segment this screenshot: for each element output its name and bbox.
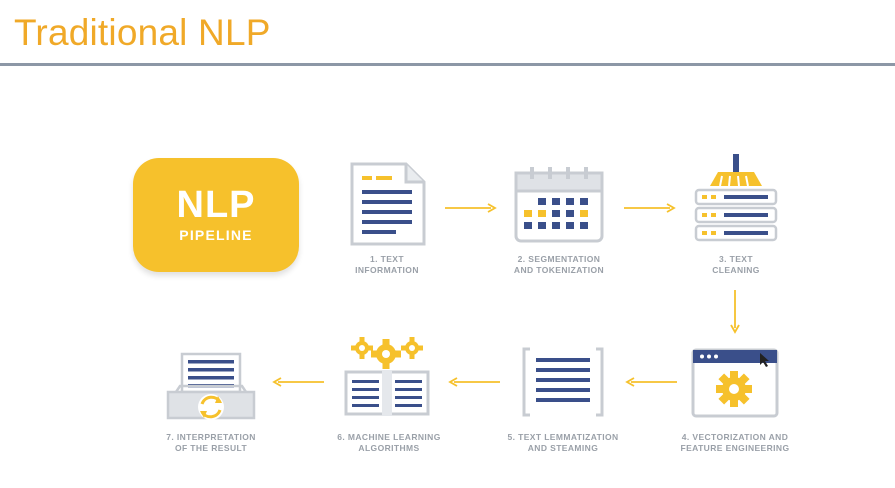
calendar-grid-icon bbox=[514, 167, 604, 243]
title-divider bbox=[0, 63, 895, 66]
browser-gear-icon bbox=[691, 348, 779, 418]
nlp-pipeline-badge: NLP PIPELINE bbox=[133, 158, 299, 272]
document-icon bbox=[350, 162, 426, 246]
broom-stack-icon bbox=[694, 154, 778, 242]
arrow-left-5-6 bbox=[448, 377, 500, 387]
pipeline-main-label: NLP bbox=[176, 184, 256, 226]
arrow-left-4-5 bbox=[625, 377, 677, 387]
book-gears-icon bbox=[344, 337, 430, 416]
pipeline-sub-label: PIPELINE bbox=[179, 227, 253, 243]
printer-refresh-icon bbox=[166, 352, 256, 420]
arrow-down-3-4 bbox=[730, 290, 740, 334]
arrow-right-2-3 bbox=[624, 203, 676, 213]
arrow-left-6-7 bbox=[272, 377, 324, 387]
arrow-right-1-2 bbox=[445, 203, 497, 213]
bracket-text-icon bbox=[522, 347, 604, 417]
slide-title: Traditional NLP bbox=[14, 12, 271, 53]
